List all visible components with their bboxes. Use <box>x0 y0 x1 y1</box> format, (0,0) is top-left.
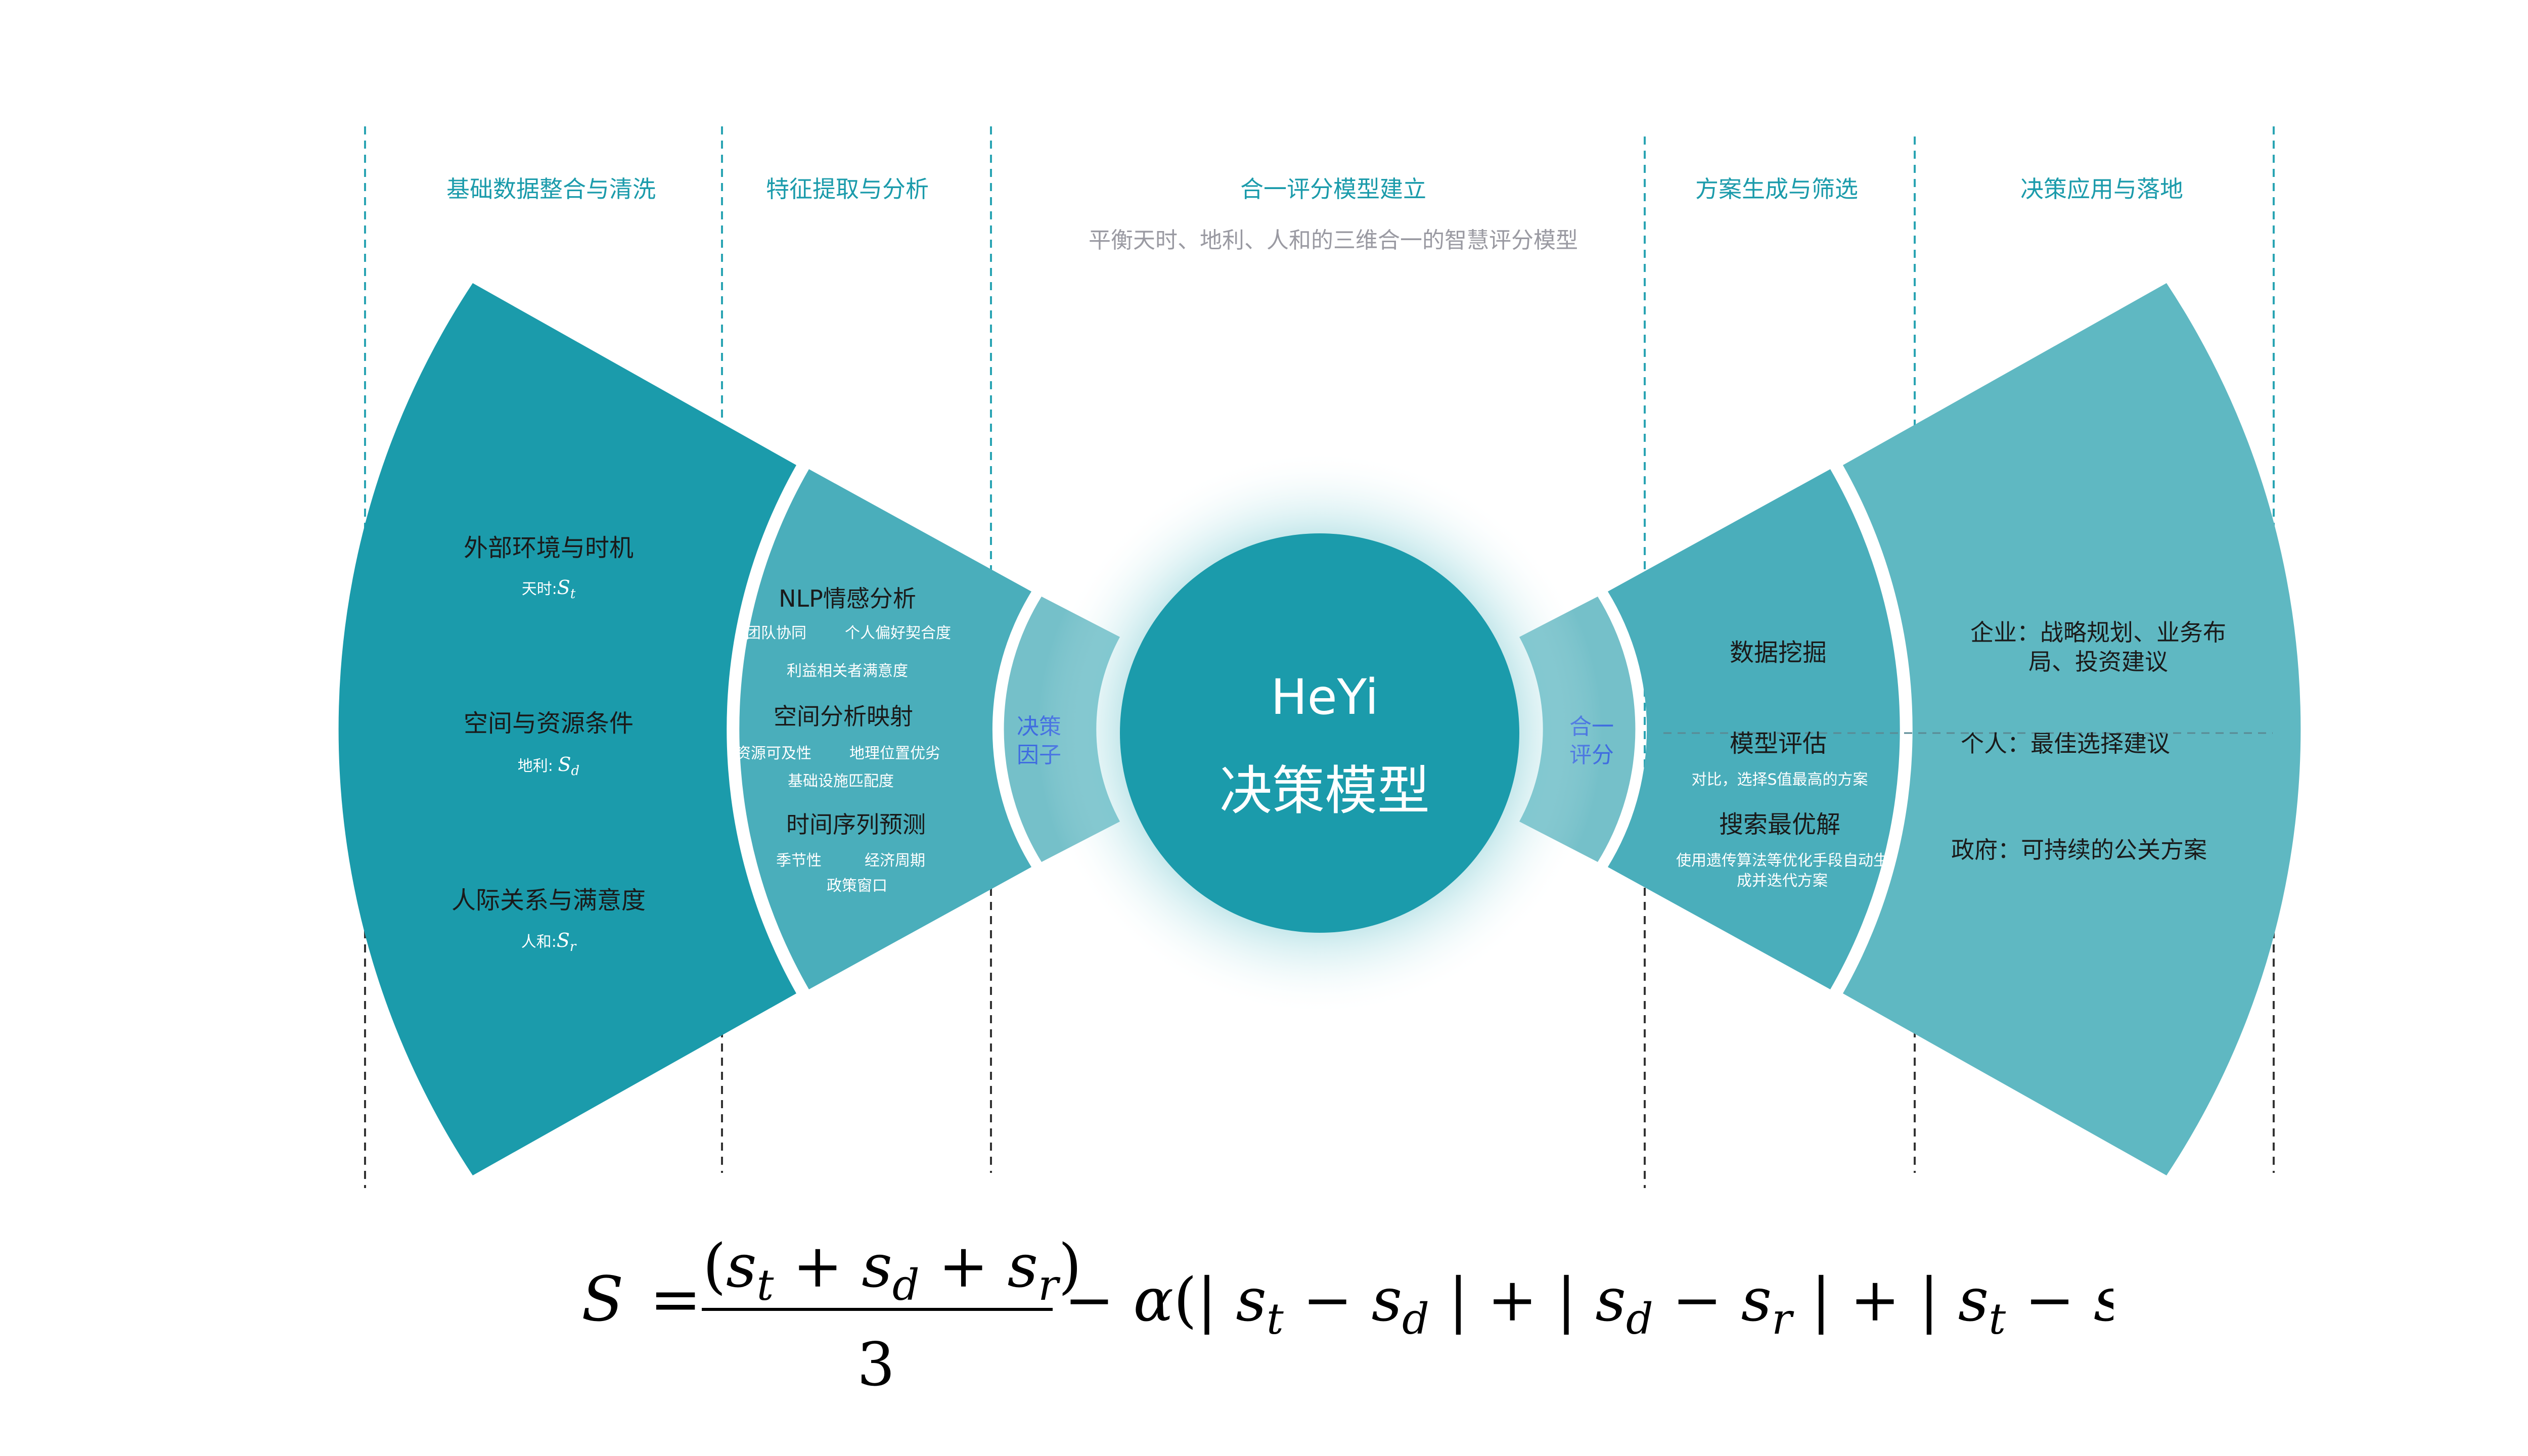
left-outer-item: 外部环境与时机 天时:St <box>464 534 634 602</box>
formula-penalty: − α(| st − sd | + | sd − sr | + | st − s… <box>1064 1265 2113 1344</box>
left-middle-tag: 基础设施匹配度 <box>788 772 894 790</box>
left-outer-item: 空间与资源条件 地利: Sd <box>464 709 634 779</box>
right-middle-item: 模型评估 对比，选择S值最高的方案 <box>1691 730 1868 789</box>
left-middle-group: NLP情感分析 团队协同 个人偏好契合度 利益相关者满意度 <box>746 585 951 680</box>
svg-text:个人：最佳选择建议: 个人：最佳选择建议 <box>1961 730 2170 757</box>
header-col2: 特征提取与分析 <box>766 175 929 203</box>
left-middle-group-title: 空间分析映射 <box>774 703 913 730</box>
center-title: HeYi <box>1271 669 1378 725</box>
right-outer-item: 企业：战略规划、业务布局、投资建议 <box>1970 619 2226 675</box>
left-outer-item: 人际关系与满意度 人和:Sr <box>452 886 646 954</box>
formula-denominator: 3 <box>857 1330 895 1399</box>
left-middle-tag: 个人偏好契合度 <box>845 624 951 642</box>
header-col3-subtitle: 平衡天时、地利、人和的三维合一的智慧评分模型 <box>1089 228 1578 253</box>
header-col5: 决策应用与落地 <box>2020 175 2183 203</box>
formula-lhs: S <box>581 1263 624 1335</box>
column-headers: 基础数据整合与清洗 特征提取与分析 合一评分模型建立 方案生成与筛选 决策应用与… <box>446 175 2183 203</box>
right-outer-item: 个人：最佳选择建议 <box>1961 730 2170 757</box>
left-middle-tag: 利益相关者满意度 <box>787 662 908 680</box>
right-outer-item: 政府：可持续的公关方案 <box>1951 836 2207 863</box>
right-middle-segment <box>1608 469 1900 989</box>
right-middle-item-desc: 使用遗传算法等优化手段自动生成并迭代方案 <box>1676 852 1888 890</box>
left-outer-item-title: 外部环境与时机 <box>464 534 634 562</box>
header-col1: 基础数据整合与清洗 <box>446 175 656 203</box>
center-subtitle: 决策模型 <box>1220 760 1430 822</box>
left-middle-tag: 团队协同 <box>746 624 806 642</box>
left-outer-segment <box>338 283 796 1175</box>
header-col3: 合一评分模型建立 <box>1240 175 1426 203</box>
formula-equals: = <box>650 1263 701 1335</box>
left-middle-segment <box>739 469 1031 989</box>
left-outer-item-sub: 天时:St <box>522 576 576 602</box>
right-middle-item-desc: 对比，选择S值最高的方案 <box>1691 771 1868 789</box>
left-middle-tag: 季节性 <box>776 852 822 870</box>
left-middle-tag: 政策窗口 <box>827 877 887 895</box>
left-middle-group-title: 时间序列预测 <box>786 811 926 838</box>
svg-text:政府：可持续的公关方案: 政府：可持续的公关方案 <box>1951 836 2207 863</box>
left-outer-item-sub: 人和:Sr <box>521 929 577 954</box>
left-outer-item-sub: 地利: Sd <box>518 753 579 779</box>
right-middle-item-title: 模型评估 <box>1730 730 1827 758</box>
left-outer-item-title: 空间与资源条件 <box>464 709 634 738</box>
left-middle-tag: 经济周期 <box>865 852 925 870</box>
right-middle-item: 搜索最优解 使用遗传算法等优化手段自动生成并迭代方案 <box>1676 810 1888 890</box>
left-middle-group: 时间序列预测 季节性 经济周期 政策窗口 <box>776 811 926 895</box>
right-middle-item: 数据挖掘 <box>1730 639 1827 667</box>
scoring-formula: S = (st + sd + sr) 3 − α(| st − sd | + |… <box>581 1231 2113 1399</box>
left-middle-tag: 地理位置优劣 <box>849 745 940 762</box>
left-middle-tag: 资源可及性 <box>736 745 811 762</box>
formula-numerator: (st + sd + sr) <box>703 1231 1081 1310</box>
left-middle-group: 空间分析映射 资源可及性 地理位置优劣 基础设施匹配度 <box>736 703 940 790</box>
left-middle-group-title: NLP情感分析 <box>779 585 916 612</box>
left-outer-item-title: 人际关系与满意度 <box>452 886 646 915</box>
right-middle-item-title: 数据挖掘 <box>1730 639 1827 667</box>
right-middle-item-title: 搜索最优解 <box>1719 810 1840 839</box>
header-col4: 方案生成与筛选 <box>1695 175 1858 203</box>
right-outer-segment <box>1843 283 2301 1175</box>
svg-text:企业：战略规划、业务布局、投资建议: 企业：战略规划、业务布局、投资建议 <box>1970 619 2226 675</box>
center-circle <box>1120 533 1519 933</box>
